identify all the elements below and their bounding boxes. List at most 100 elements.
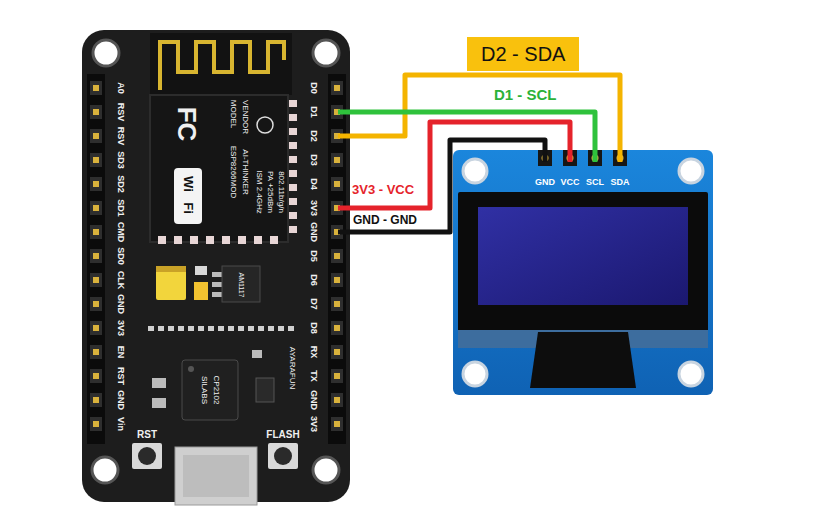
capacitor: [194, 282, 208, 300]
chip-leg: [212, 272, 222, 277]
board-body: [82, 30, 350, 502]
nodemcu-board: A0RSVRSVSD3SD2SD1CMDSD0CLKGND3V3ENRSTGND…: [82, 30, 350, 502]
oled-module-art: [453, 150, 713, 395]
header-pin: [93, 397, 99, 403]
header-pin: [90, 297, 102, 311]
header-pin: [331, 393, 343, 407]
pin-label: CMD: [115, 222, 125, 243]
vendor-logo: [257, 117, 273, 133]
mounting-hole: [463, 362, 487, 386]
header-pin: [90, 201, 102, 215]
wire-label: 3V3 - VCC: [351, 183, 415, 197]
brand-text: AYARAFUN: [288, 347, 297, 389]
header-pin: [93, 85, 99, 91]
chip-leg: [212, 292, 222, 297]
module-pad: [158, 236, 166, 244]
smd-part: [256, 378, 274, 402]
pin-label: SD1: [115, 199, 125, 217]
chip-marking: SILABS: [200, 376, 209, 404]
module-pad: [206, 236, 214, 244]
chip-leg: [212, 282, 222, 287]
module-pad: [289, 184, 297, 191]
header-pin: [93, 157, 99, 163]
pin-label: GND: [115, 294, 125, 314]
module-pad: [289, 226, 297, 233]
pin-label: Vin: [115, 417, 125, 431]
pin-label: RST: [115, 367, 125, 385]
pin-label: 3V3: [308, 416, 318, 432]
capacitor: [156, 266, 186, 272]
smd-part: [152, 378, 166, 388]
header-pin: [331, 345, 343, 359]
module-pad: [289, 198, 297, 205]
pin-label: GND: [308, 222, 318, 242]
header-pin: [93, 253, 99, 259]
header-pin: [334, 373, 340, 379]
pin-header: [87, 74, 105, 444]
header-pin: [90, 417, 102, 431]
smd-pad: [198, 326, 204, 331]
smd-part: [195, 266, 207, 275]
module-pad: [289, 212, 297, 219]
smd-pad: [218, 326, 224, 331]
header-pin: [334, 181, 340, 187]
wifi-logo-box: [174, 168, 202, 224]
header-pin: [93, 205, 99, 211]
header-pin: [90, 105, 102, 119]
smd-pad: [178, 326, 184, 331]
oled-screen: [478, 207, 688, 305]
module-pad: [289, 170, 297, 177]
module-pad: [254, 236, 262, 244]
pin-label: D0: [308, 82, 318, 94]
smd-pad: [148, 326, 154, 331]
header-pin: [93, 109, 99, 115]
module-text: MODEL: [229, 100, 238, 128]
usb-connector: [183, 455, 249, 497]
pin-label: GND: [115, 390, 125, 410]
smd-pad: [188, 326, 194, 331]
mounting-hole: [313, 457, 339, 483]
pin-label: GND: [308, 390, 318, 410]
module-pad: [289, 142, 297, 149]
header-pin: [334, 349, 340, 355]
pin-label: D2: [308, 130, 318, 142]
pin-label: EN: [115, 346, 125, 359]
smd-part: [252, 350, 262, 358]
wifi-logo: Wi: [181, 176, 195, 192]
mounting-hole: [313, 40, 339, 66]
header-pin: [334, 397, 340, 403]
push-button: [132, 443, 162, 469]
header-pin: [90, 129, 102, 143]
smd-pad: [248, 326, 254, 331]
pin-header: [328, 74, 346, 444]
smd-pad: [158, 326, 164, 331]
smd-pad: [168, 326, 174, 331]
header-pin: [331, 249, 343, 263]
header-pin: [93, 229, 99, 235]
pin-label: D7: [308, 298, 318, 310]
header-pin: [334, 325, 340, 331]
pin-label: RX: [308, 346, 318, 359]
antenna-area: [150, 33, 292, 95]
mounting-hole: [679, 159, 703, 183]
header-pin: [90, 153, 102, 167]
oled-pcb: [453, 150, 713, 395]
pin-label: SDA: [610, 178, 629, 188]
usb-connector: [175, 447, 257, 505]
pin-label: D3: [308, 154, 318, 166]
header-pin: [334, 85, 340, 91]
module-text: 802.11b/g/n: [277, 171, 286, 213]
mounting-hole: [463, 159, 487, 183]
button-label: RST: [137, 429, 157, 440]
pin-label: CLK: [115, 271, 125, 290]
module-pad: [174, 236, 182, 244]
screen-frame: [458, 192, 708, 332]
header-pin: [93, 373, 99, 379]
header-pin: [334, 157, 340, 163]
module-text: AI-THINKER: [241, 149, 250, 194]
header-pin: [93, 421, 99, 427]
pin-label: SCL: [586, 178, 604, 188]
